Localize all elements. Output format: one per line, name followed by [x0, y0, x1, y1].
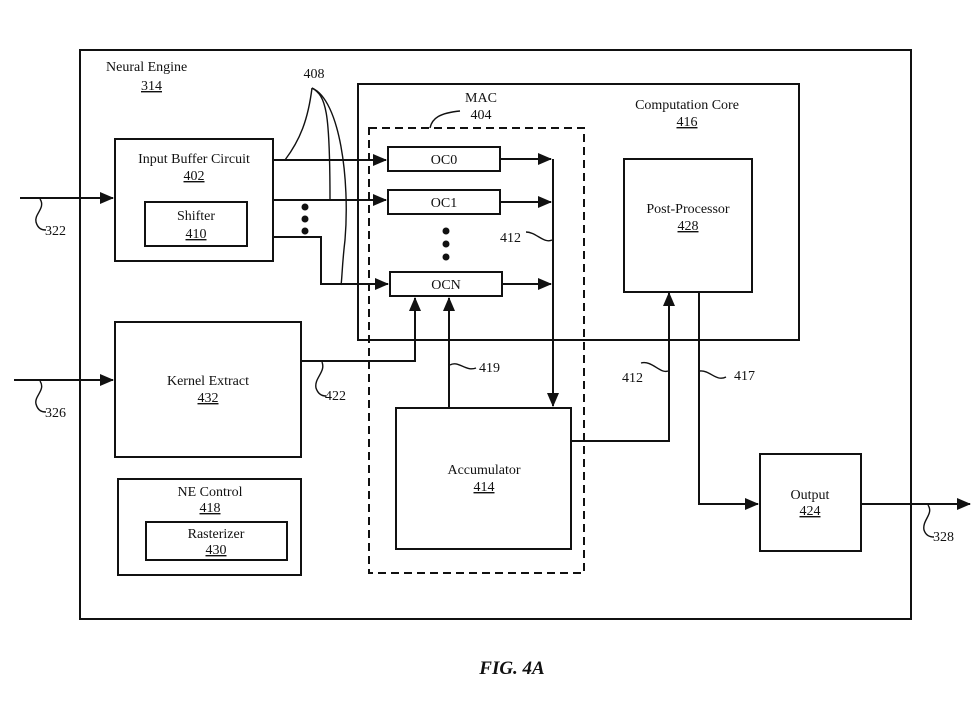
ref-328-leader [923, 504, 935, 538]
rasterizer-label: Rasterizer [188, 527, 245, 542]
ref-408-label: 408 [304, 67, 325, 82]
post-processor-ref: 428 [678, 219, 699, 234]
computation-core-block: Computation Core 416 [357, 83, 800, 341]
oc-ellipsis-dots [442, 227, 450, 261]
accumulator-block: Accumulator 414 [395, 407, 572, 550]
ellipsis-dot [442, 240, 450, 248]
neural-engine-border [79, 49, 912, 620]
output-label: Output [791, 488, 830, 503]
ref-412-label: 412 [500, 231, 521, 246]
mac-label: MAC [465, 91, 497, 106]
ellipsis-dot [442, 227, 450, 235]
ne-control-block: NE Control 418 Rasterizer 430 [117, 478, 302, 576]
oc1-label: OC1 [431, 196, 457, 211]
rasterizer-border [145, 521, 288, 561]
ellipsis-dot [301, 215, 309, 223]
connections: 322 326 408 412 422 419 [14, 67, 971, 545]
shifter-label: Shifter [177, 209, 215, 224]
ref-422-leader [315, 361, 327, 397]
kernel-extract-border [114, 321, 302, 458]
accumulator-to-post-processor-wire [571, 292, 675, 442]
neural-engine-label: Neural Engine [106, 60, 187, 75]
computation-core-border [357, 83, 800, 341]
neural-engine-ref: 314 [141, 79, 162, 94]
accumulator-label: Accumulator [447, 463, 520, 478]
kernel-extract-ref: 432 [198, 391, 219, 406]
mac-ref: 404 [471, 108, 492, 123]
post-processor-to-output-wire [698, 292, 759, 510]
mac-border [368, 127, 585, 574]
ref-322-label: 322 [45, 224, 66, 239]
figure-caption: FIG. 4A [478, 658, 544, 679]
computation-core-label: Computation Core [635, 98, 739, 113]
accumulator-ref: 414 [474, 480, 495, 495]
ne-control-border [117, 478, 302, 576]
neural-engine-block: Neural Engine 314 [79, 49, 912, 620]
post-processor-label: Post-Processor [646, 202, 730, 217]
ref-412b-label: 412 [622, 371, 643, 386]
input-buffer-label: Input Buffer Circuit [138, 152, 250, 167]
ref-417-leader [699, 370, 727, 379]
post-processor-block: Post-Processor 428 [623, 158, 753, 293]
oc-unit-oc0: OC0 [387, 146, 501, 172]
accumulator-border [395, 407, 572, 550]
ellipsis-dot [301, 227, 309, 235]
input-buffer-block: Input Buffer Circuit 402 Shifter 410 [114, 138, 274, 262]
ref-422-label: 422 [325, 389, 346, 404]
oc0-label: OC0 [431, 153, 457, 168]
mac-leader-line [429, 110, 461, 129]
output-block: Output 424 [759, 453, 862, 552]
ellipsis-dot [442, 253, 450, 261]
shifter-border [144, 201, 248, 247]
ref-412-leader [525, 231, 553, 242]
kernel-to-ocn-wire [301, 297, 421, 362]
buffer-to-ocn-wire [273, 236, 389, 290]
ref-326-label: 326 [45, 406, 66, 421]
input-buffer-ref: 402 [184, 169, 205, 184]
ne-control-ref: 418 [200, 501, 221, 516]
kernel-extract-label: Kernel Extract [167, 374, 249, 389]
ref-419-leader [449, 363, 477, 370]
oc-unit-oc1: OC1 [387, 189, 501, 215]
ref-326-leader [35, 380, 47, 413]
computation-core-ref: 416 [677, 115, 698, 130]
kernel-extract-block: Kernel Extract 432 [114, 321, 302, 458]
ref-322-leader [35, 198, 47, 231]
output-ref: 424 [800, 504, 821, 519]
ref-412b-leader [640, 361, 669, 373]
ref-328-label: 328 [933, 530, 954, 545]
ocn-label: OCN [431, 278, 461, 293]
shifter-ref: 410 [186, 227, 207, 242]
ref-408-leader [311, 87, 347, 286]
ref-408-leader [284, 87, 313, 161]
output-border [759, 453, 862, 552]
mac-block: MAC 404 [368, 91, 585, 574]
ne-control-label: NE Control [178, 485, 243, 500]
ref-419-label: 419 [479, 361, 500, 376]
post-processor-border [623, 158, 753, 293]
oc-unit-ocn: OCN [389, 271, 503, 297]
ref-417-label: 417 [734, 369, 755, 384]
ellipsis-dot [301, 203, 309, 211]
rasterizer-ref: 430 [206, 543, 227, 558]
